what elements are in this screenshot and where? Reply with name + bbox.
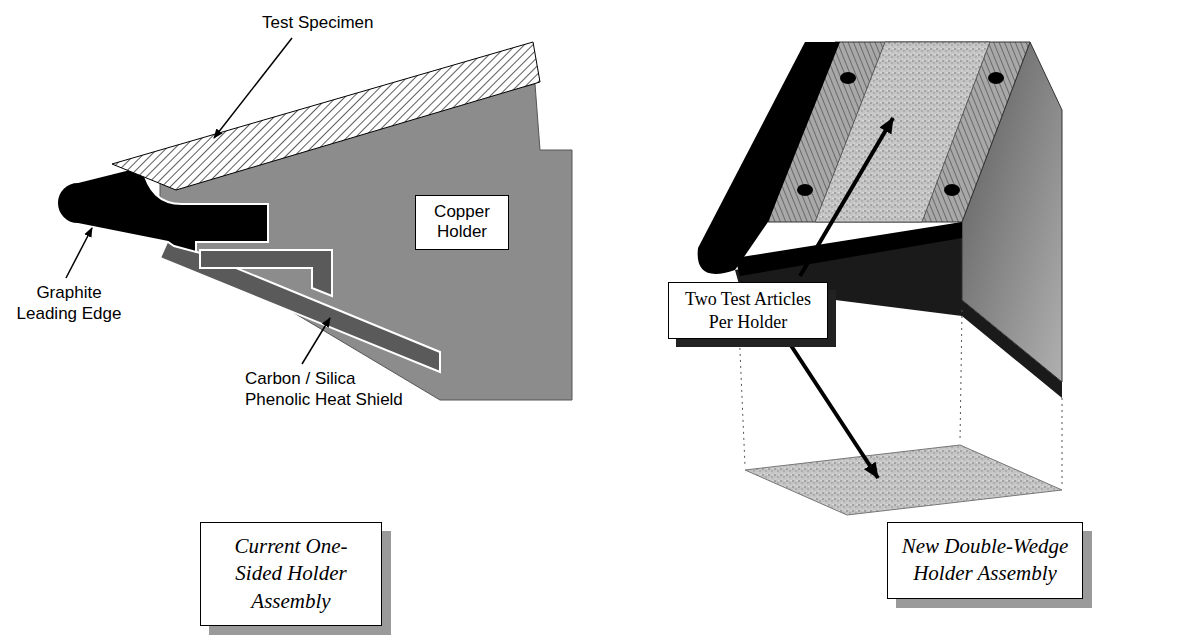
pointer-arrow: [800, 118, 893, 276]
caption-box: Current One-Sided Holder Assembly: [200, 522, 382, 626]
bottom-test-article: [745, 445, 1062, 515]
part-label: Test Specimen: [262, 12, 412, 33]
leader-line: [214, 38, 292, 138]
edge-notch: [109, 168, 111, 175]
top-test-article: [815, 42, 990, 222]
part-label-box: Copper Holder: [415, 195, 509, 250]
callout-box: Two Test Articles Per Holder: [668, 282, 828, 339]
caption-box: New Double-Wedge Holder Assembly: [887, 522, 1083, 599]
edge-notch: [99, 170, 101, 177]
wedge-leading-edge: [698, 42, 840, 274]
box-text: Copper Holder: [420, 202, 504, 243]
leader-line: [302, 318, 330, 364]
bolt-hole: [797, 184, 813, 196]
bolt-hole: [944, 184, 960, 196]
part-label: Graphite Leading Edge: [10, 282, 128, 325]
projection-line: [960, 310, 962, 442]
box-text: Current One-Sided Holder Assembly: [213, 533, 369, 615]
leader-line: [66, 228, 92, 278]
box-text: New Double-Wedge Holder Assembly: [900, 533, 1070, 588]
part-label: Carbon / Silica Phenolic Heat Shield: [245, 368, 425, 411]
box-text: Two Test Articles Per Holder: [677, 288, 819, 333]
test-specimen-plate: [112, 42, 540, 190]
bolt-hole: [840, 72, 856, 84]
projection-line: [1062, 398, 1063, 488]
pointer-arrow: [790, 344, 878, 478]
heat-shield: [160, 240, 440, 372]
heat-shield-step: [200, 250, 332, 296]
wedge-front-band: [735, 222, 962, 276]
bolt-hole: [988, 72, 1004, 84]
